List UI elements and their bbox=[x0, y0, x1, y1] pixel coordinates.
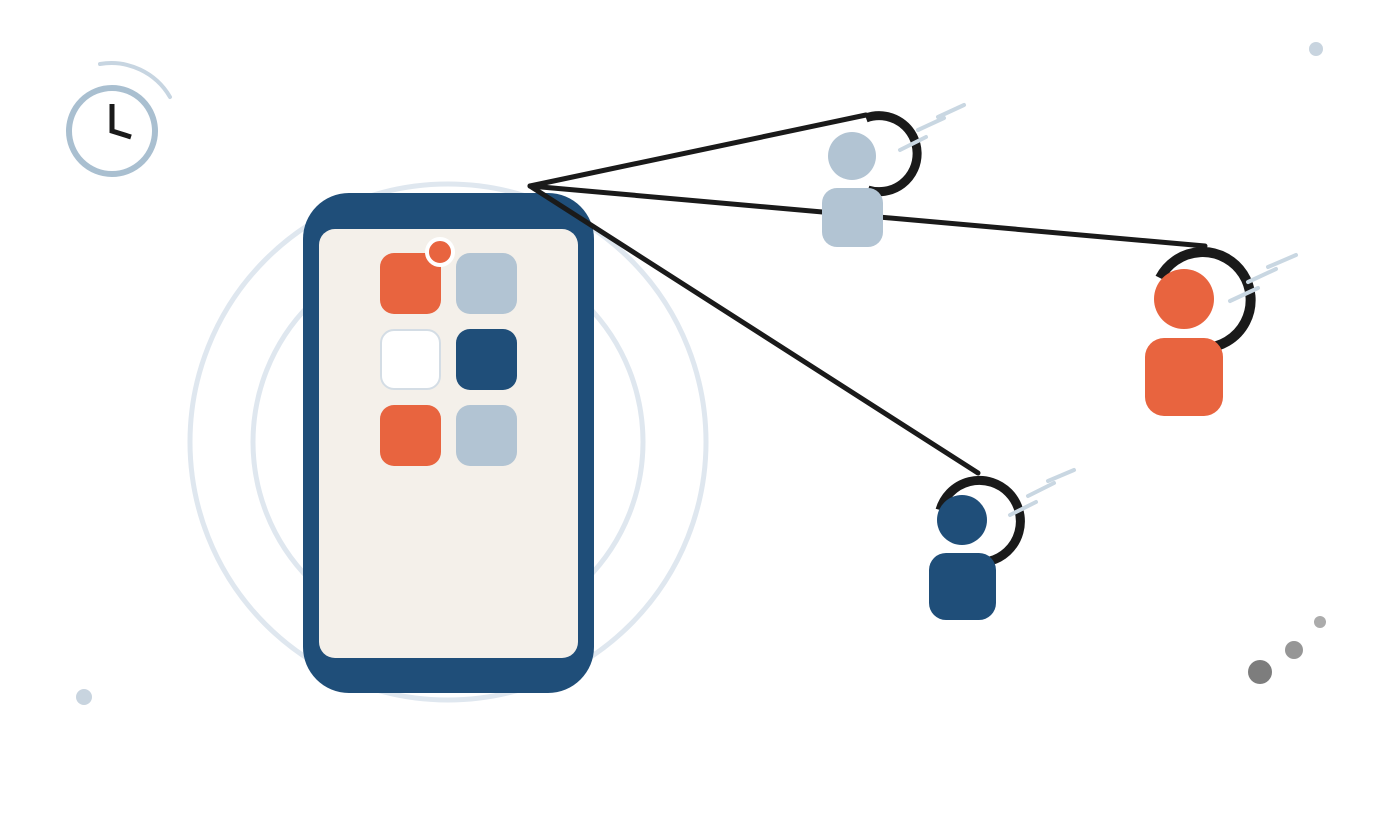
signal-tick bbox=[898, 103, 966, 152]
decor-dot bbox=[1314, 616, 1326, 628]
decor-dot bbox=[1285, 641, 1303, 659]
app-icon bbox=[456, 329, 517, 390]
notification-badge-icon bbox=[425, 237, 455, 267]
user-avatar-orange-icon bbox=[1145, 247, 1298, 416]
signal-tick bbox=[1228, 253, 1298, 303]
connection-line-navy bbox=[527, 183, 981, 476]
signal-ring-outer-icon bbox=[187, 181, 709, 703]
clock-icon bbox=[66, 61, 172, 177]
decor-dot bbox=[1309, 42, 1323, 56]
signal-tick bbox=[1008, 468, 1076, 517]
app-icon bbox=[456, 405, 517, 466]
connection-line-gray bbox=[527, 112, 869, 189]
app-icon bbox=[380, 329, 441, 390]
decor-dot bbox=[76, 689, 92, 705]
app-icon bbox=[380, 253, 441, 314]
phone-screen bbox=[319, 229, 578, 658]
app-icon bbox=[456, 253, 517, 314]
app-icon bbox=[380, 405, 441, 466]
decor-dot bbox=[1248, 660, 1272, 684]
phone-icon bbox=[303, 193, 594, 693]
user-avatar-navy-icon bbox=[929, 468, 1076, 620]
user-avatar-gray-icon bbox=[822, 103, 966, 247]
